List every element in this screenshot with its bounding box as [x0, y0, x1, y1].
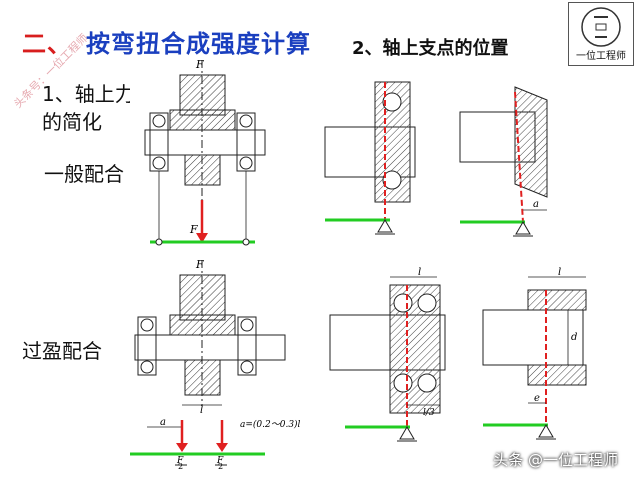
- label-F-top-2: F: [195, 258, 204, 271]
- label-a-range: a=(0.2～0.3)l: [240, 419, 301, 430]
- diagram-general-fit: F F: [130, 55, 280, 255]
- label-two-1: 2: [178, 462, 183, 470]
- label-d: d: [571, 332, 577, 343]
- title-text: 按弯扭合成强度计算: [86, 30, 311, 58]
- section1-line2: 的简化: [42, 110, 102, 134]
- label-a-shaft: a: [160, 417, 166, 428]
- label-l-bearing: l: [418, 267, 421, 278]
- title-number: 二、: [22, 30, 72, 58]
- label-F-half-2: F: [216, 456, 224, 466]
- label-l-over-3: l/3: [423, 408, 435, 418]
- interference-fit-label: 过盈配合: [22, 339, 102, 363]
- diagram-ball-bearing: [320, 72, 430, 242]
- diagram-double-row-bearing: l l/3: [325, 265, 455, 445]
- label-e: e: [534, 393, 540, 404]
- logo-text: 一位工程师: [576, 51, 626, 62]
- label-l-sleeve: l: [558, 267, 561, 278]
- label-a-angular: a: [533, 199, 539, 210]
- diagram-interference-fit: F l a a=(0.2～0.3)l F 2 F 2: [130, 255, 315, 470]
- section1-heading: 1、轴上力 的简化: [42, 80, 135, 136]
- logo-emblem: [581, 7, 621, 47]
- diagram-angular-bearing: a: [455, 72, 565, 242]
- label-F-top: F: [195, 58, 204, 71]
- footer-watermark: 头条 @一位工程师: [493, 451, 618, 469]
- diagram-sleeve-fit: l d e: [478, 265, 598, 445]
- label-F-bottom: F: [189, 223, 198, 236]
- label-two-2: 2: [218, 462, 223, 470]
- section2-heading: 2、轴上支点的位置: [352, 38, 509, 59]
- slide-title: 二、按弯扭合成强度计算: [22, 24, 311, 59]
- label-F-half-1: F: [176, 456, 184, 466]
- logo: 一位工程师: [568, 2, 634, 66]
- section1-line1: 1、轴上力: [42, 82, 135, 106]
- label-l-shaft: l: [200, 405, 203, 416]
- general-fit-label: 一般配合: [44, 162, 124, 186]
